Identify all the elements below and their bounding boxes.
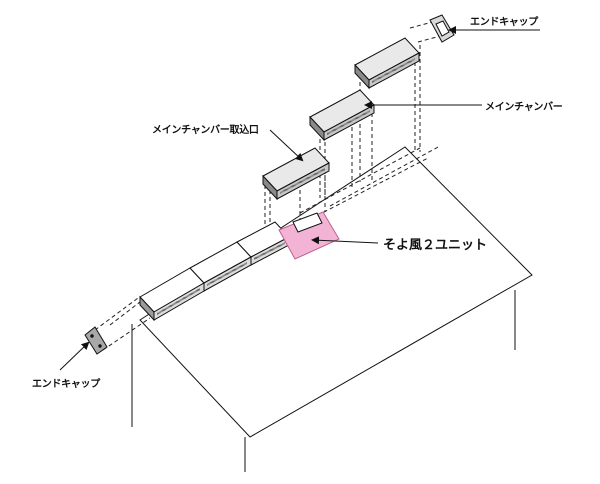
main-chamber — [309, 89, 375, 142]
leader-end-cap-bottom — [59, 341, 90, 371]
unit-intake — [292, 212, 323, 233]
chamber-row — [139, 221, 290, 322]
roof — [131, 146, 533, 472]
guide-lines — [94, 19, 449, 351]
leader-intake — [269, 129, 304, 162]
chamber-segment-2 — [189, 241, 252, 292]
end-cap-top — [429, 14, 455, 43]
chamber-segment-1 — [139, 267, 205, 322]
label-main-chamber: メインチャンバー — [485, 102, 563, 113]
label-soyokaze-unit: そよ風２ユニット — [383, 238, 488, 253]
intake-chamber — [262, 147, 330, 201]
leader-unit — [311, 236, 379, 245]
leader-lines — [59, 26, 540, 371]
label-end-cap-top: エンドキャップ — [470, 17, 538, 28]
top-chamber — [354, 37, 420, 90]
label-main-chamber-intake: メインチャンバー取込口 — [152, 125, 259, 136]
end-cap-bottom — [84, 326, 108, 355]
roof-plane — [139, 146, 533, 438]
soyokaze-unit — [278, 211, 340, 260]
label-end-cap-bottom: エンドキャップ — [32, 379, 100, 390]
